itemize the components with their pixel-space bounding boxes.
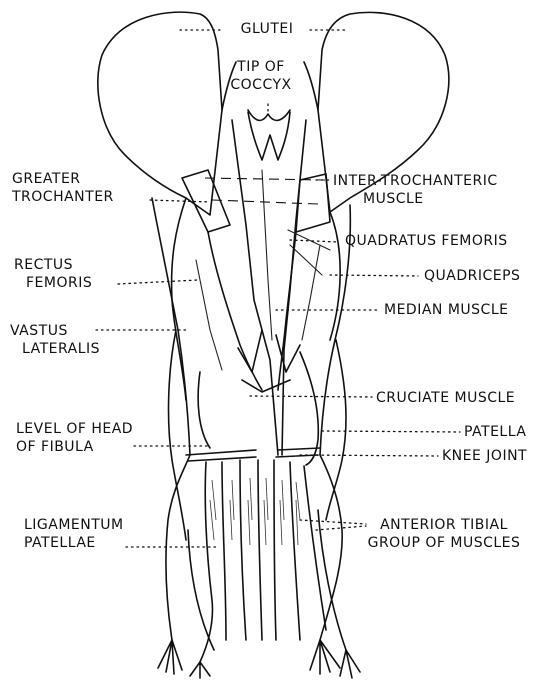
label-level-of-head-line-2: OF FIBULA	[16, 438, 133, 456]
right-foot	[310, 640, 360, 678]
tendon-5	[274, 460, 276, 640]
label-patella-text: PATELLA	[464, 423, 526, 441]
label-rectus-femoris-line-2: FEMORIS	[14, 274, 92, 292]
label-vastus-lateralis: VASTUS LATERALIS	[10, 322, 100, 358]
label-patella: PATELLA	[464, 423, 526, 441]
label-anterior-tibial-line-2: GROUP OF MUSCLES	[344, 534, 544, 552]
tendon-2	[222, 462, 226, 640]
label-cruciate-muscle: CRUCIATE MUSCLE	[376, 389, 515, 407]
label-tip-of-coccyx-line-2: COCCYX	[206, 76, 316, 94]
inter-trochanteric-line-2	[212, 200, 318, 204]
label-rectus-femoris-line-1: RECTUS	[14, 256, 92, 274]
label-median-muscle: MEDIAN MUSCLE	[384, 301, 508, 319]
label-level-of-head-of-fibula: LEVEL OF HEAD OF FIBULA	[16, 420, 133, 456]
quadriceps	[278, 232, 296, 390]
median-inner	[262, 170, 272, 340]
label-glutei-text: GLUTEI	[222, 20, 312, 38]
label-vastus-lateralis-line-2: LATERALIS	[10, 340, 100, 358]
label-ligamentum-patellae: LIGAMENTUM PATELLAE	[24, 516, 124, 552]
label-knee-joint: KNEE JOINT	[442, 447, 527, 465]
thigh-right-lateral	[330, 212, 340, 340]
label-vastus-lateralis-line-1: VASTUS	[10, 322, 100, 340]
label-quadratus-femoris-text: QUADRATUS FEMORIS	[345, 232, 508, 250]
label-anterior-tibial-group: ANTERIOR TIBIAL GROUP OF MUSCLES	[344, 516, 544, 552]
leader-quadratus-femoris	[290, 240, 338, 242]
label-quadratus-femoris: QUADRATUS FEMORIS	[345, 232, 508, 250]
label-greater-trochanter-line-1: GREATER	[12, 170, 114, 188]
label-inter-trochanteric-line-1: INTER-TROCHANTERIC	[333, 172, 498, 190]
label-quadriceps-text: QUADRICEPS	[424, 267, 520, 285]
label-quadriceps: QUADRICEPS	[424, 267, 520, 285]
label-glutei: GLUTEI	[222, 20, 312, 38]
label-median-muscle-text: MEDIAN MUSCLE	[384, 301, 508, 319]
label-inter-trochanteric-muscle: INTER-TROCHANTERIC MUSCLE	[333, 172, 498, 208]
tendon-6	[290, 462, 300, 640]
leader-rectus-femoris	[118, 280, 198, 284]
tendon-3	[240, 460, 246, 640]
label-cruciate-muscle-text: CRUCIATE MUSCLE	[376, 389, 515, 407]
label-inter-trochanteric-line-2: MUSCLE	[333, 190, 498, 208]
leg-left-inner	[169, 330, 186, 540]
knee-joint-line	[186, 448, 320, 455]
leader-patella	[322, 431, 460, 432]
label-ligamentum-patellae-line-2: PATELLAE	[24, 534, 124, 552]
leader-cruciate-muscle	[250, 396, 372, 397]
left-gluteus	[98, 12, 222, 215]
label-tip-of-coccyx: TIP OF COCCYX	[206, 58, 316, 94]
label-level-of-head-line-1: LEVEL OF HEAD	[16, 420, 133, 438]
tendon-4	[258, 460, 262, 640]
label-tip-of-coccyx-line-1: TIP OF	[206, 58, 316, 76]
label-greater-trochanter-line-2: TROCHANTER	[12, 188, 114, 206]
thigh-left-outline	[152, 198, 190, 455]
label-anterior-tibial-line-1: ANTERIOR TIBIAL	[344, 516, 544, 534]
knee-joint-line-2	[188, 455, 318, 461]
label-greater-trochanter: GREATER TROCHANTER	[12, 170, 114, 206]
coccyx-tip	[248, 110, 290, 160]
leader-greater-trochanter	[150, 200, 210, 202]
patella-outline	[198, 352, 318, 465]
label-rectus-femoris: RECTUS FEMORIS	[14, 256, 92, 292]
leader-quadriceps	[330, 275, 418, 276]
label-ligamentum-patellae-line-1: LIGAMENTUM	[24, 516, 124, 534]
label-knee-joint-text: KNEE JOINT	[442, 447, 527, 465]
